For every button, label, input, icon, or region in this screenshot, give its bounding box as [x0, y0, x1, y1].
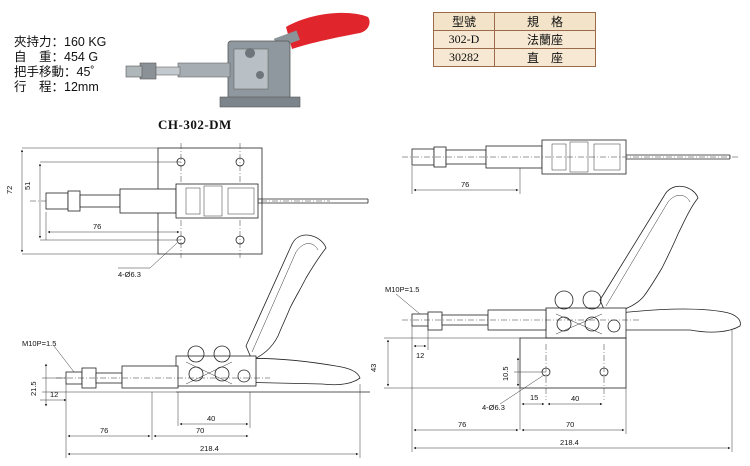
dim-hole-spacing: 51: [23, 182, 32, 190]
dim-plate-height: 72: [5, 186, 14, 194]
dim-76-right: 76: [458, 420, 466, 429]
spec-table-header: 型號 規 格: [433, 12, 596, 31]
spec-stroke: 行 程：12mm: [14, 80, 99, 94]
dim-15: 15: [530, 393, 538, 402]
plan-view-left: [20, 143, 369, 269]
table-header-spec: 規 格: [494, 12, 596, 31]
handle-grip-shape: [286, 12, 370, 49]
dim-rod-length-top-right: 76: [461, 180, 469, 189]
dim-hole-label: 4-Ø6.3: [118, 270, 141, 279]
dim-thread-left: M10P=1.5: [22, 339, 56, 348]
table-row: 30282 直 座: [433, 48, 596, 67]
clamp-base-shape: [219, 96, 301, 108]
dim-76-left: 76: [100, 426, 108, 435]
mounting-hole: [235, 235, 245, 245]
model-label: CH-302-DM: [158, 117, 232, 132]
spec-handle-movement: 把手移動：45˚: [14, 65, 95, 79]
dim-70-right: 70: [566, 420, 574, 429]
dim-10-5: 10.5: [501, 366, 510, 381]
dim-height-right: 43: [369, 364, 378, 372]
product-photo: [125, 12, 370, 108]
mounting-hole: [235, 157, 245, 167]
handle-outline: [245, 234, 327, 361]
table-cell-spec: 直 座: [494, 48, 596, 67]
flange-plate: [519, 337, 627, 389]
table-row: 302-D 法蘭座: [433, 30, 596, 49]
dim-height-left: 21.5: [29, 381, 38, 396]
spec-weight: 自 重：454 G: [14, 50, 99, 64]
dim-218-left: 218.4: [200, 444, 219, 453]
table-cell-model: 30282: [433, 48, 495, 67]
handle-outline: [599, 186, 699, 315]
spec-table: 型號 規 格 302-D 法蘭座 30282 直 座: [433, 12, 596, 67]
dim-218-right: 218.4: [560, 438, 579, 447]
dim-rod-length-top: 76: [93, 222, 101, 231]
table-header-model: 型號: [433, 12, 495, 31]
side-view-left: [40, 234, 370, 458]
dim-offset-right: 12: [416, 351, 424, 360]
dim-40-right: 40: [571, 394, 579, 403]
dim-hole-label-right: 4-Ø6.3: [482, 403, 505, 412]
plan-view-right: [402, 139, 740, 194]
spec-clamping-force: 夾持力：160 KG: [14, 35, 107, 49]
table-cell-model: 302-D: [433, 30, 495, 49]
dim-offset-left: 12: [50, 390, 58, 399]
table-cell-spec: 法蘭座: [494, 30, 596, 49]
dim-40-left: 40: [207, 414, 215, 423]
dim-70-left: 70: [196, 426, 204, 435]
side-view-right: [384, 186, 741, 452]
dim-thread-right: M10P=1.5: [385, 285, 419, 294]
